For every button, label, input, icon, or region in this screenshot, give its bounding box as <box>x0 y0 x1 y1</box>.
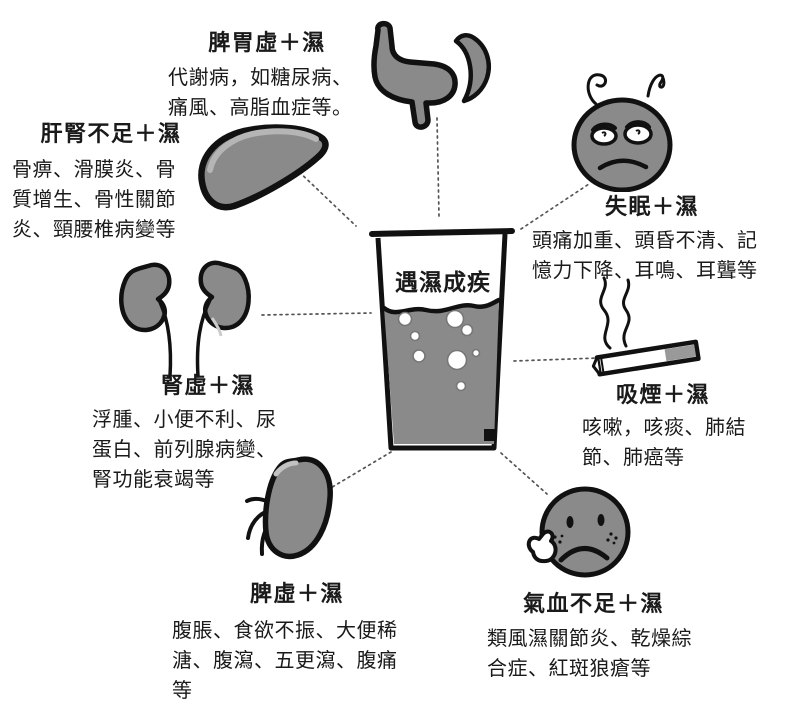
spleen-icon <box>245 456 333 559</box>
sleepless-face-icon <box>571 73 673 192</box>
connector-insomnia <box>520 183 590 230</box>
stomach-spleen-icon <box>371 20 492 130</box>
connector-qi-blood <box>500 452 548 495</box>
connector-stomach <box>436 117 440 217</box>
sad-face-icon <box>526 486 631 578</box>
water-glass-icon <box>369 228 515 451</box>
liver-icon <box>198 124 329 211</box>
heading-spleen-deficiency: 脾虛＋濕 <box>249 581 344 606</box>
center-title: 遇濕成疾 <box>395 269 491 295</box>
heading-insomnia: 失眠＋濕 <box>604 194 699 219</box>
body-spleen-stomach: 代謝病，如糖尿病、痛風、高脂血症等。 <box>168 67 353 119</box>
connector-kidneys <box>261 312 372 316</box>
heading-qi-blood-deficiency: 氣血不足＋濕 <box>522 591 664 616</box>
body-smoking: 咳嗽，咳痰、肺結節、肺癌等 <box>582 417 746 469</box>
heading-spleen-stomach: 脾胃虛＋濕 <box>208 30 326 55</box>
body-liver-kidney: 骨痹、滑膜炎、骨質增生、骨性關節炎、頸腰椎病變等 <box>12 159 176 241</box>
body-qi-blood-deficiency: 類風濕關節炎、乾燥綜合症、紅斑狼瘡等 <box>487 628 692 680</box>
body-insomnia: 頭痛加重、頭昏不清、記憶力下降、耳鳴、耳聾等 <box>532 230 758 282</box>
body-kidney-deficiency: 浮腫、小便不利、尿蛋白、前列腺病變、腎功能衰竭等 <box>92 409 277 491</box>
cigarette-icon <box>591 276 701 377</box>
body-spleen-deficiency: 腹脹、食欲不振、大便稀溏、腹瀉、五更瀉、腹痛等 <box>172 620 398 702</box>
connector-liver <box>294 167 357 227</box>
heading-smoking: 吸煙＋濕 <box>615 382 710 407</box>
connector-spleen <box>323 451 392 493</box>
heading-kidney-deficiency: 腎虛＋濕 <box>160 373 255 398</box>
kidneys-icon <box>119 260 251 378</box>
heading-liver-kidney: 肝腎不足＋濕 <box>40 121 182 146</box>
connector-smoking <box>513 357 599 362</box>
